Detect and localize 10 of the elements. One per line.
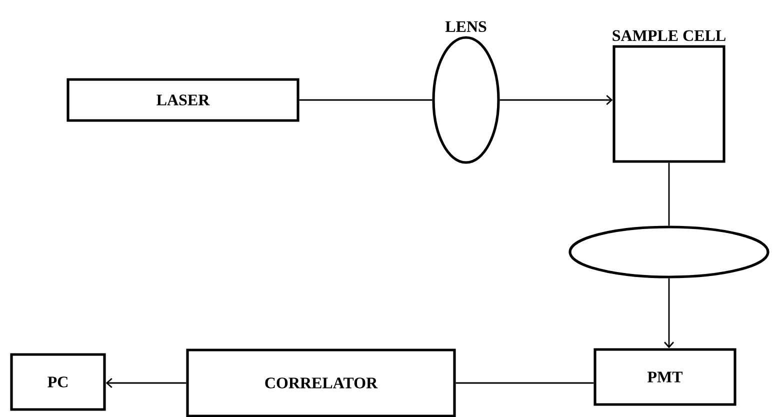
pc-box: PC bbox=[10, 353, 106, 411]
arrow bbox=[106, 378, 186, 388]
arrow bbox=[500, 94, 613, 106]
arrow bbox=[664, 278, 674, 348]
component-label: LENS bbox=[445, 21, 486, 32]
lens bbox=[568, 226, 770, 278]
laser-box: LASER bbox=[66, 78, 300, 122]
component-label: SAMPLE CELL bbox=[612, 30, 726, 41]
pmt-box: PMT bbox=[594, 348, 736, 406]
correlator-box: CORRELATOR bbox=[186, 348, 456, 417]
